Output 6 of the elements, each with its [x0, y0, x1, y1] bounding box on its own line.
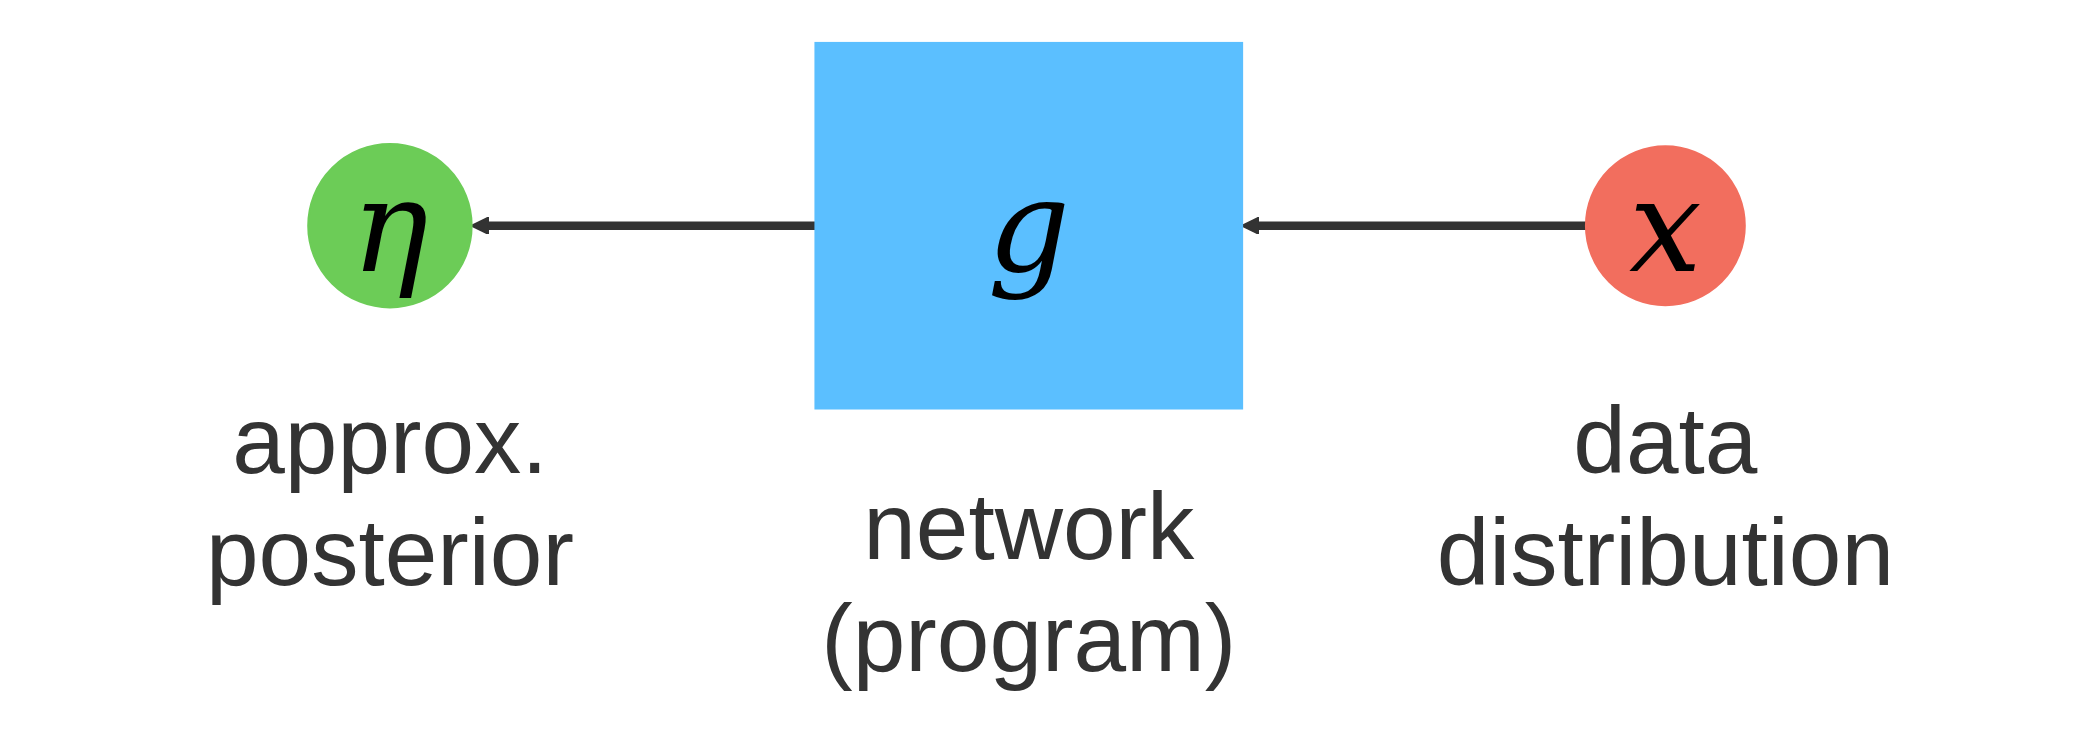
node-caption: data distribution [1436, 386, 1895, 605]
node-box: g [814, 41, 1244, 410]
node-circle: η [307, 143, 473, 309]
node-caption: approx. posterior [205, 386, 574, 605]
node-caption: network (program) [821, 472, 1237, 691]
node-circle: x [1584, 145, 1746, 307]
